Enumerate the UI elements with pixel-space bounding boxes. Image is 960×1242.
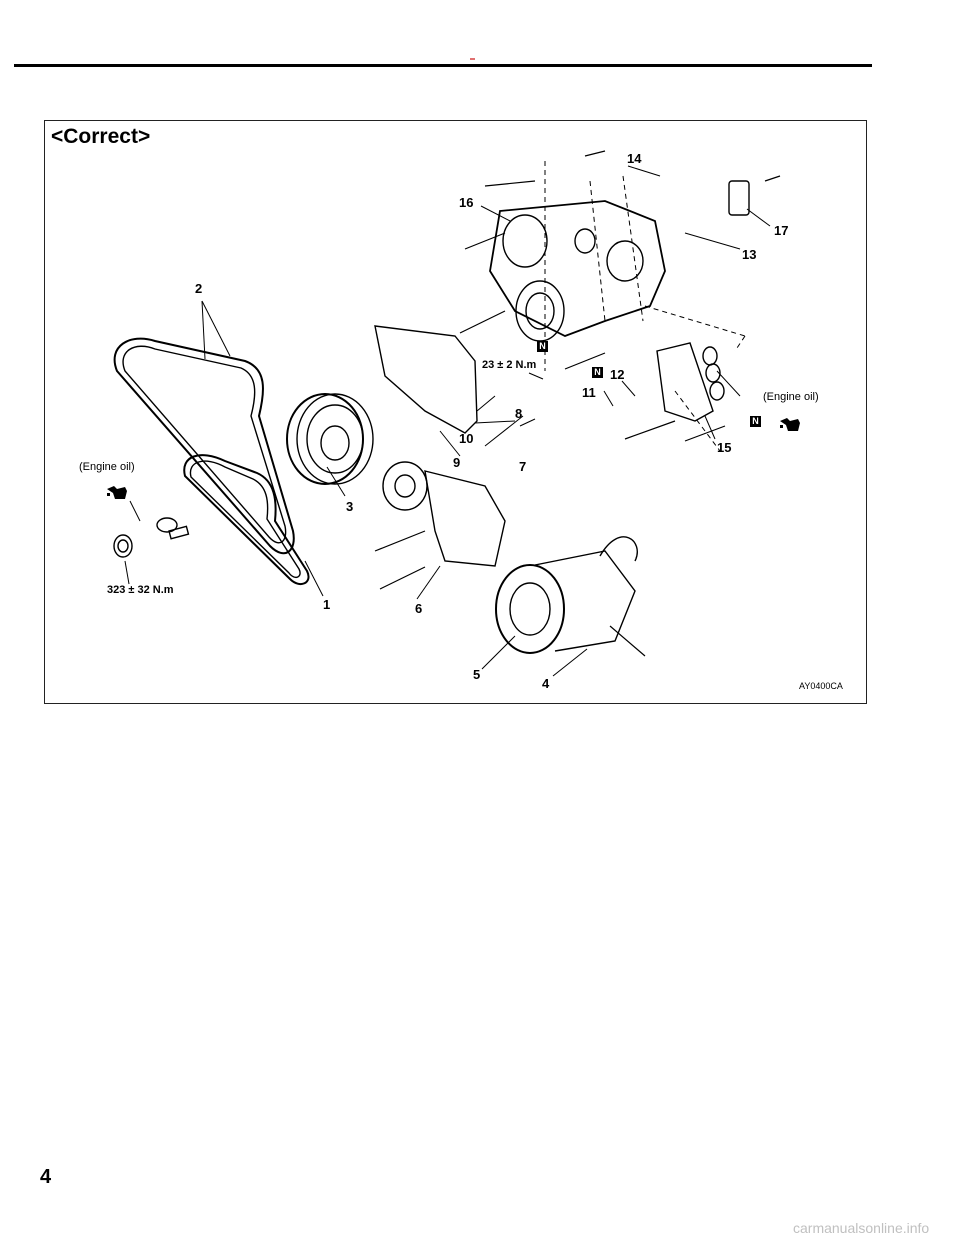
oil-can-icon bbox=[780, 418, 800, 431]
nut-torque: 23 ± 2 N.m bbox=[482, 359, 537, 371]
n-mark-3: N bbox=[750, 416, 761, 427]
callout-16: 16 bbox=[459, 195, 474, 210]
callout-8: 8 bbox=[515, 406, 523, 421]
watermark-footer: carmanualsonline.info bbox=[793, 1220, 930, 1236]
cover-plate bbox=[374, 325, 478, 434]
guide-lines bbox=[544, 161, 746, 452]
leader-lines bbox=[124, 165, 771, 677]
n-mark-1: N bbox=[537, 341, 548, 352]
figure-code: AY0400CA bbox=[799, 681, 843, 691]
crank-bolt-washer bbox=[113, 517, 190, 558]
callout-6: 6 bbox=[415, 601, 423, 616]
top-dash-mark bbox=[470, 58, 475, 60]
callout-17: 17 bbox=[774, 223, 789, 238]
crankshaft-pulley bbox=[286, 393, 374, 485]
drive-belt-inner bbox=[183, 454, 310, 586]
engine-oil-label-left: (Engine oil) bbox=[79, 461, 135, 473]
front-case bbox=[489, 200, 666, 342]
right-bracket bbox=[656, 342, 725, 422]
tensioner-bracket bbox=[382, 461, 506, 567]
callout-14: 14 bbox=[627, 151, 642, 166]
n-mark-2: N bbox=[592, 367, 603, 378]
callout-5: 5 bbox=[473, 667, 481, 682]
header-rule bbox=[14, 64, 872, 67]
callout-4: 4 bbox=[542, 676, 550, 691]
callout-2: 2 bbox=[195, 281, 203, 296]
callout-11: 11 bbox=[582, 385, 596, 400]
exploded-view-drawing bbox=[113, 150, 781, 677]
drive-belt-outer bbox=[113, 337, 295, 555]
figure-heading: <Correct> bbox=[51, 125, 151, 148]
callout-9: 9 bbox=[453, 455, 461, 470]
callout-13: 13 bbox=[742, 247, 757, 262]
callout-10: 10 bbox=[459, 431, 474, 446]
bracket-17 bbox=[728, 180, 750, 216]
engine-oil-label-right: (Engine oil) bbox=[763, 391, 819, 403]
crank-bolt-torque: 323 ± 32 N.m bbox=[107, 584, 174, 596]
callout-15: 15 bbox=[717, 440, 732, 455]
oil-can-icon bbox=[107, 486, 127, 499]
bolts bbox=[374, 150, 781, 657]
figure-frame: <Correct> 1 2 3 4 5 6 7 8 9 10 11 12 13 … bbox=[44, 120, 867, 704]
callout-3: 3 bbox=[346, 499, 354, 514]
callout-1: 1 bbox=[323, 597, 331, 612]
page-number: 4 bbox=[40, 1166, 52, 1188]
callout-12: 12 bbox=[610, 367, 625, 382]
callout-7: 7 bbox=[519, 459, 527, 474]
ac-compressor bbox=[495, 536, 638, 654]
